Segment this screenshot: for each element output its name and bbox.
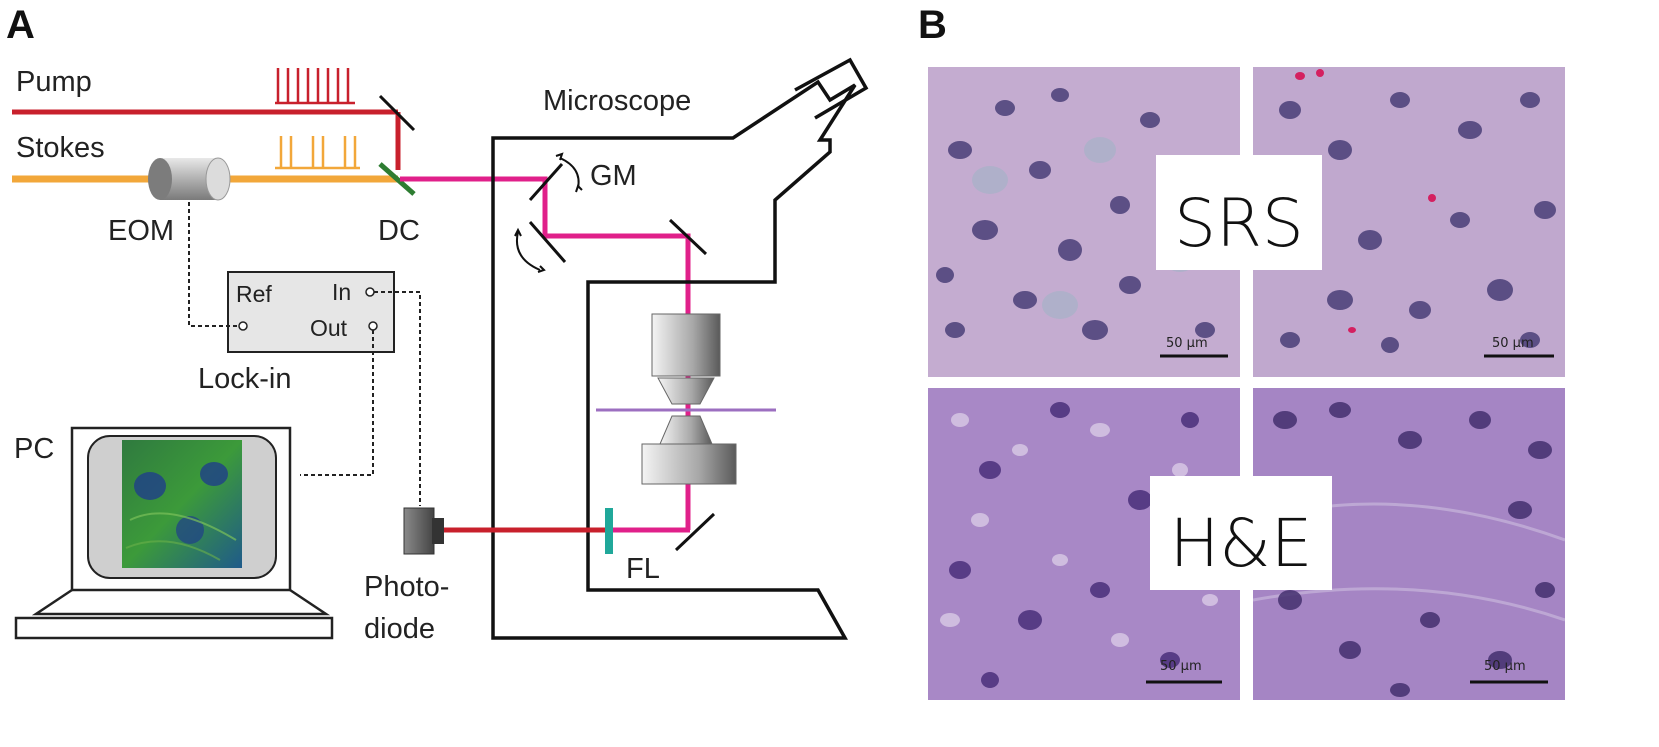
condenser-lens	[641, 415, 737, 485]
galvo-mirror-upper	[528, 163, 564, 201]
scalebar-3: 50 μm	[1146, 659, 1222, 684]
he-label: H&E	[1170, 505, 1313, 582]
eom-label: EOM	[108, 215, 174, 247]
pump-mirror	[378, 94, 416, 132]
pc-screen-image	[122, 440, 242, 568]
panel-b-letter: B	[918, 3, 947, 47]
fold-mirror-top	[668, 218, 708, 256]
lockin-out-port	[368, 321, 378, 331]
scalebar-4-label: 50 μm	[1484, 659, 1526, 674]
galvo-mirror-lower	[528, 221, 567, 263]
lockin-in-port	[365, 287, 375, 297]
he-label-box	[1150, 476, 1332, 590]
scalebar-2-label: 50 μm	[1492, 336, 1534, 351]
srs-label: SRS	[1174, 185, 1304, 262]
pump-pulse-train	[275, 68, 355, 105]
pump-label: Pump	[16, 66, 92, 98]
lockin-box	[227, 271, 395, 353]
scalebar-1-label: 50 μm	[1166, 336, 1208, 351]
panel-a-letter: A	[6, 3, 35, 47]
fold-mirror-bottom	[674, 512, 716, 552]
stokes-pulse-train	[275, 136, 360, 170]
pc-label: PC	[14, 433, 54, 465]
gm-label: GM	[590, 160, 637, 192]
signal-cables	[188, 202, 421, 506]
scalebar-4: 50 μm	[1470, 659, 1548, 684]
ref-label: Ref	[236, 281, 272, 307]
filter-fl	[605, 508, 613, 554]
eom-modulator	[148, 157, 231, 201]
objective-lens	[651, 313, 721, 405]
dichroic-combiner	[378, 162, 416, 196]
scalebar-1: 50 μm	[1160, 336, 1228, 358]
photodiode	[403, 507, 444, 555]
lockin-label: Lock-in	[198, 363, 292, 395]
in-label: In	[332, 279, 351, 305]
fl-label: FL	[626, 553, 660, 585]
scalebar-2: 50 μm	[1484, 336, 1554, 358]
microscope-body	[491, 79, 857, 640]
stokes-label: Stokes	[16, 132, 105, 164]
scalebar-3-label: 50 μm	[1160, 659, 1202, 674]
dc-label: DC	[378, 215, 420, 247]
microscope-eyepiece	[794, 57, 869, 120]
srs-label-box	[1156, 155, 1322, 270]
microscope-label: Microscope	[543, 85, 691, 117]
photo-label: Photo-	[364, 571, 449, 603]
diode-label: diode	[364, 613, 435, 645]
lockin-ref-port	[238, 321, 248, 331]
out-label: Out	[310, 315, 348, 341]
galvo-rotation-arrows	[514, 152, 583, 273]
